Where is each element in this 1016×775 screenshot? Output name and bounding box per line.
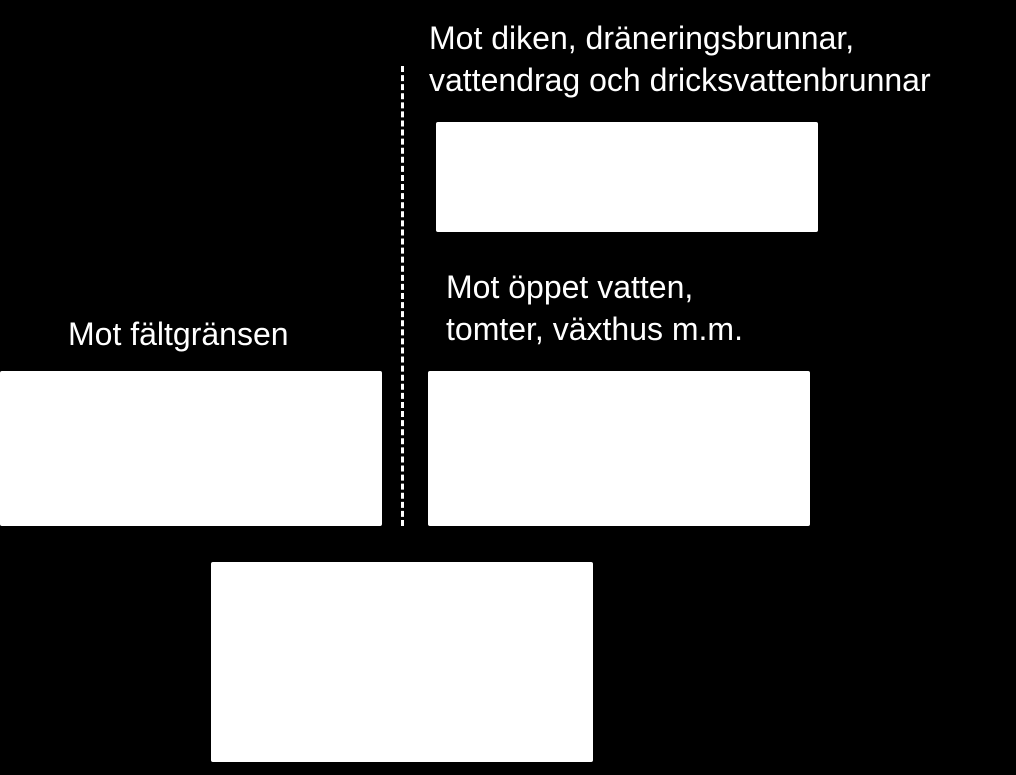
field-border-label: Mot fältgränsen <box>68 316 289 352</box>
bottom-box <box>211 562 593 762</box>
ditches-label-line-1: Mot diken, dräneringsbrunnar, <box>429 20 855 56</box>
field-border-distance-box <box>0 371 382 526</box>
open-water-label-line-2: tomter, växthus m.m. <box>446 311 743 347</box>
open-water-label: Mot öppet vatten, tomter, växthus m.m. <box>446 266 743 350</box>
ditches-label-line-2: vattendrag och dricksvattenbrunnar <box>429 62 931 98</box>
ditches-distance-box <box>436 122 818 232</box>
open-water-label-line-1: Mot öppet vatten, <box>446 269 694 305</box>
open-water-distance-box <box>428 371 810 526</box>
ditches-label: Mot diken, dräneringsbrunnar, vattendrag… <box>429 17 931 101</box>
dashed-divider <box>401 66 404 526</box>
